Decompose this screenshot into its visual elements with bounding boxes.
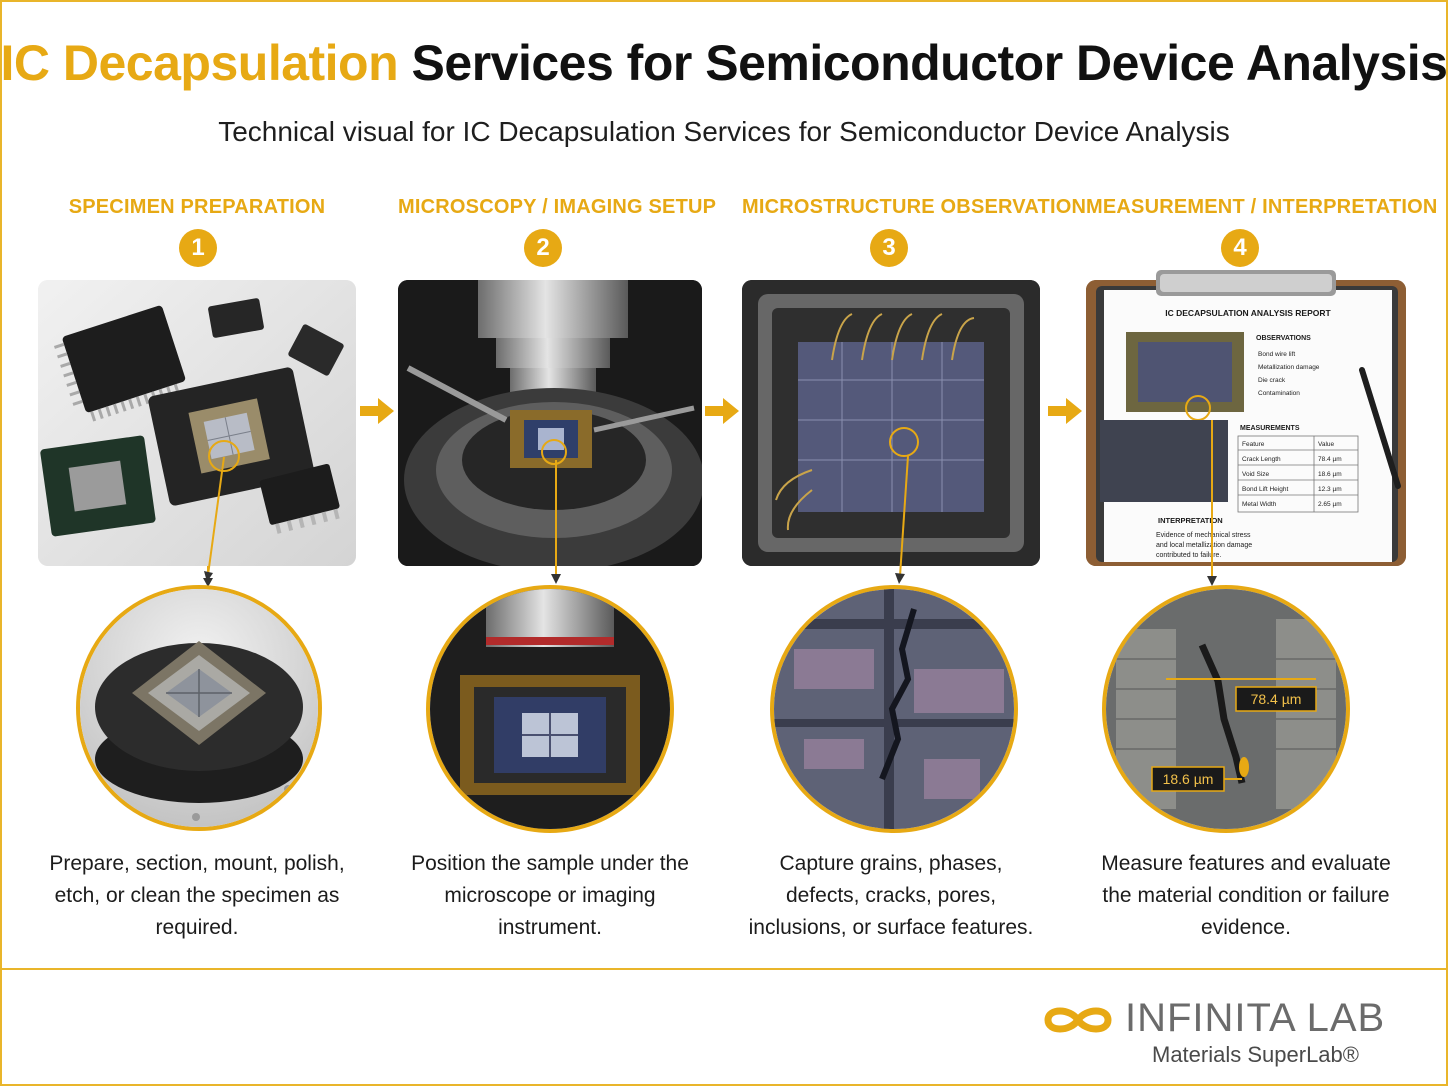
footer-divider (2, 968, 1446, 970)
step-1-photo (38, 280, 356, 566)
report-title: IC DECAPSULATION ANALYSIS REPORT (1165, 308, 1331, 318)
step-1: SPECIMEN PREPARATION 1 (38, 0, 356, 960)
flow-arrow-3 (1048, 398, 1082, 424)
flow-arrow-2 (705, 398, 739, 424)
step-2-label: MICROSCOPY / IMAGING SETUP (398, 196, 717, 218)
step-4-zoom-line (1207, 420, 1217, 586)
report-row-1-feature: Crack Length (1242, 456, 1281, 463)
page-title: IC Decapsulation Services for Semiconduc… (0, 34, 1448, 92)
report-interpretation-heading: INTERPRETATION (1158, 516, 1223, 525)
report-observation-2: Metallization damage (1258, 364, 1320, 371)
step-3-label: MICROSTRUCTURE OBSERVATION (742, 196, 1087, 218)
report-row-1-value: 78.4 µm (1318, 456, 1342, 463)
step-4-zoom: 78.4 µm 18.6 µm (1102, 585, 1350, 833)
die-crack-closeup-illustration (774, 589, 1014, 829)
step-1-label: SPECIMEN PREPARATION (68, 196, 326, 218)
step-2-number: 2 (524, 229, 562, 267)
report-row-4-value: 2.65 µm (1318, 501, 1342, 508)
void-size-label: 18.6 µm (1163, 771, 1214, 787)
step-4-number: 4 (1221, 229, 1259, 267)
step-4: MEASUREMENT / INTERPRETATION 4 IC DECAPS… (1086, 0, 1438, 960)
analysis-report-illustration: IC DECAPSULATION ANALYSIS REPORT OBSERVA… (1086, 270, 1406, 566)
brand-logo: INFINITA LAB Materials SuperLab® (1040, 992, 1420, 1072)
step-1-number: 1 (179, 229, 217, 267)
report-interpretation-line-1: Evidence of mechanical stress (1156, 532, 1251, 539)
report-row-3-feature: Bond Lift Height (1242, 486, 1288, 493)
crack-measurement-illustration: 78.4 µm 18.6 µm (1106, 589, 1346, 829)
report-row-4-feature: Metal Width (1242, 501, 1277, 508)
step-2-photo (398, 280, 702, 566)
brand-name: INFINITA LAB (1125, 996, 1386, 1040)
infinity-icon (1044, 1007, 1112, 1033)
step-1-zoom (76, 585, 322, 831)
title-accent: IC Decapsulation (0, 35, 399, 91)
crack-length-label: 78.4 µm (1251, 691, 1302, 707)
sample-under-objective-illustration (430, 589, 670, 829)
step-2-zoom-line (551, 460, 561, 584)
step-3: MICROSTRUCTURE OBSERVATION 3 (742, 0, 1087, 960)
report-table-header-value: Value (1318, 441, 1335, 448)
step-3-photo (742, 280, 1040, 566)
report-row-3-value: 12.3 µm (1318, 486, 1342, 493)
page-subtitle: Technical visual for IC Decapsulation Se… (218, 116, 1230, 147)
report-observations-heading: OBSERVATIONS (1256, 335, 1311, 342)
step-3-zoom-line (895, 456, 909, 584)
report-measurements-heading: MEASUREMENTS (1240, 425, 1300, 432)
mounted-specimen-illustration (80, 589, 318, 827)
report-table-header-feature: Feature (1242, 441, 1265, 448)
step-4-caption: Measure features and evaluate the materi… (1101, 852, 1391, 939)
flow-arrow-1 (360, 398, 394, 424)
report-interpretation-line-2: and local metallization damage (1156, 542, 1252, 549)
step-1-caption: Prepare, section, mount, polish, etch, o… (49, 852, 345, 939)
report-interpretation-line-3: contributed to failure. (1156, 552, 1221, 559)
step-4-label: MEASUREMENT / INTERPRETATION (1086, 196, 1438, 218)
step-3-caption: Capture grains, phases, defects, cracks,… (748, 852, 1034, 939)
decapsulated-die-illustration (742, 280, 1040, 566)
step-3-number: 3 (870, 229, 908, 267)
microscope-stage-illustration (398, 280, 702, 566)
report-row-2-value: 18.6 µm (1318, 471, 1342, 478)
step-4-photo: IC DECAPSULATION ANALYSIS REPORT OBSERVA… (1086, 270, 1406, 566)
brand-tagline: Materials SuperLab® (1152, 1042, 1359, 1067)
ic-packages-illustration (38, 280, 356, 566)
step-2-caption: Position the sample under the microscope… (411, 852, 689, 939)
step-1-zoom-line (204, 457, 225, 582)
title-rest: Services for Semiconductor Device Analys… (411, 35, 1448, 91)
step-2: MICROSCOPY / IMAGING SETUP 2 (398, 0, 717, 960)
step-2-zoom (426, 585, 674, 833)
report-observation-3: Die crack (1258, 377, 1286, 384)
report-observation-1: Bond wire lift (1258, 351, 1295, 358)
step-3-zoom (770, 585, 1018, 833)
report-row-2-feature: Void Size (1242, 471, 1269, 478)
report-observation-4: Contamination (1258, 390, 1300, 397)
